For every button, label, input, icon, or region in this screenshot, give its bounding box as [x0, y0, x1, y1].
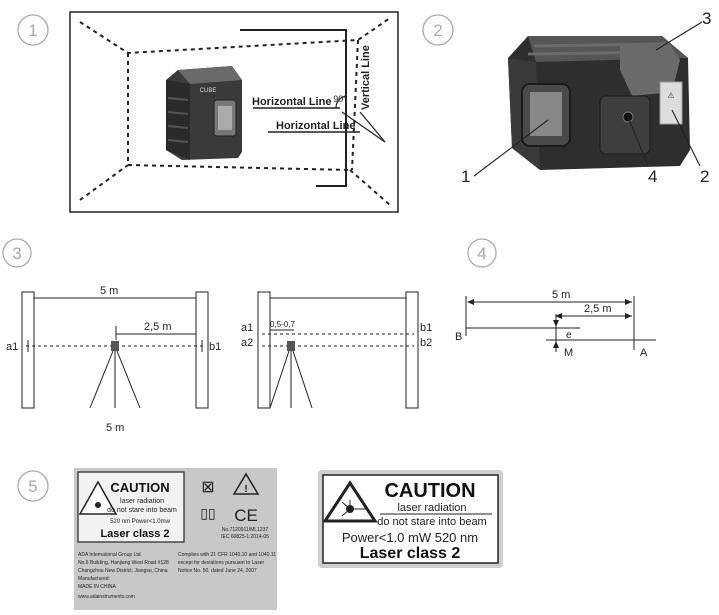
figure-number: 3: [12, 244, 21, 263]
figure-number: 1: [28, 21, 37, 40]
cert-standard: IEC 60825-1:2014-05: [221, 534, 269, 540]
cube-device-closeup: ⚠: [508, 36, 690, 170]
radiation-text: laser radiation: [120, 498, 164, 505]
vertical-laser-line: [240, 29, 347, 187]
address-line: Changzhou New District, Jiangsu, China: [78, 568, 168, 574]
point-m-label: M: [564, 347, 573, 359]
warning-exclamation-icon: !: [244, 484, 247, 495]
address-line: www.adainstruments.com: [78, 594, 135, 600]
stare-text: do not stare into beam: [377, 516, 486, 528]
wall-left: [257, 291, 271, 409]
callout-leader-3: [655, 21, 703, 51]
laser-warning-icon: [78, 480, 118, 515]
setup-diagram-right: 0,5-0,7 a1 a2 b1 b2: [241, 291, 432, 409]
figure-number-badge: [17, 470, 49, 502]
power-text: Power<1.0 mW 520 nm: [342, 530, 478, 545]
leader-line: [341, 111, 386, 143]
distance-total-label: 5 m: [100, 285, 118, 297]
figure-3: 3 5 m 2,5 m a1 b1 5 m: [2, 238, 432, 434]
caution-label-large: CAUTION laser radiation do not stare int…: [318, 470, 503, 568]
figure-number: 2: [433, 21, 442, 40]
callout-3: 3: [702, 9, 711, 28]
compliance-text: Complies with 21 CFR 1040.10 and 1040.11…: [178, 552, 276, 574]
distance-total-label: 5 m: [552, 289, 570, 301]
point-a1-label: a1: [241, 322, 253, 334]
address-line: MADE IN CHINA: [78, 584, 116, 590]
figure-number-badge: [2, 238, 32, 268]
wall-right: [405, 291, 419, 409]
laser-rays-icon: [341, 500, 366, 517]
cert-number: No.7120911/ML1237: [222, 527, 269, 533]
callout-leader-1: [473, 119, 549, 177]
figure-number-badge: [17, 14, 49, 46]
point-b2-label: b2: [420, 337, 432, 349]
manufacturer-address: ADA International Group Ltd. No.6 Buildi…: [78, 552, 169, 600]
wall-right: [195, 291, 209, 409]
callout-leader-4: [627, 116, 649, 167]
tripod: [269, 341, 313, 409]
point-b1-label: b1: [209, 341, 221, 353]
callout-2: 2: [700, 167, 709, 186]
leader-line: [359, 111, 386, 143]
horizontal-line-label-top: Horizontal Line: [252, 96, 331, 108]
warning-icon: [232, 472, 260, 495]
figure-4: 4 5 m 2,5 m e B A M: [455, 238, 656, 359]
address-line: No.6 Building, Hanjiang West Road #128: [78, 560, 169, 566]
ce-mark-icon: CE: [234, 506, 258, 525]
figure-number: 5: [28, 477, 37, 496]
address-line: Manufactured:: [78, 576, 110, 582]
caution-text: CAUTION: [110, 480, 169, 495]
product-label-small: CAUTION laser radiation do not stare int…: [74, 468, 277, 610]
power-text: 520 nm Power<1.0mw: [110, 519, 171, 525]
point-a2-label: a2: [241, 337, 253, 349]
figure-number-badge: [467, 238, 497, 268]
compliance-line: Notice No. 50, dated June 24, 2007: [178, 568, 257, 574]
figure-2: 2 ⚠ 1 2 3 4: [422, 9, 711, 186]
figure-1: 1 90° Horizontal Line Horizontal Line Ve…: [17, 11, 399, 213]
angle-label: 90°: [333, 94, 347, 104]
laser-class-text: Laser class 2: [100, 528, 169, 540]
figure-number-badge: [422, 14, 454, 46]
point-b-label: B: [455, 331, 462, 343]
figure-5: 5 CAUTION laser radiation do not stare i…: [17, 468, 503, 610]
wee-bin-icon: ⊠: [201, 479, 214, 496]
offset-e-label: e: [566, 330, 572, 341]
point-a-label: A: [640, 347, 648, 359]
cube-device: CUBE: [166, 66, 242, 160]
horizontal-line-label-bottom: Horizontal Line: [276, 120, 355, 132]
room-perspective-lines: [79, 17, 391, 206]
point-a1-label: a1: [6, 341, 18, 353]
laser-warning-icon: [95, 502, 101, 508]
wall-left: [21, 291, 35, 409]
setup-diagram-left: 5 m 2,5 m a1 b1 5 m: [6, 285, 221, 434]
point-b1-label: b1: [420, 322, 432, 334]
laser-class-text: Laser class 2: [360, 545, 461, 562]
warning-sticker-icon: ⚠: [667, 91, 674, 100]
address-line: ADA International Group Ltd.: [78, 552, 142, 558]
distance-bottom-label: 5 m: [106, 422, 124, 434]
room-outline: [69, 11, 399, 213]
caution-text: CAUTION: [384, 480, 475, 502]
tolerance-label: 0,5-0,7: [270, 320, 295, 329]
device-brand: CUBE: [200, 88, 217, 94]
callout-1: 1: [461, 167, 470, 186]
compliance-line: except for deviations pursuant to Laser: [178, 560, 264, 566]
distance-half-label: 2,5 m: [584, 303, 612, 315]
compliance-line: Complies with 21 CFR 1040.10 and 1040.11: [178, 552, 276, 558]
angle-arc: [335, 95, 347, 109]
vertical-line-label: Vertical Line: [360, 45, 372, 110]
stare-text: do not stare into beam: [107, 507, 177, 514]
manual-book-icon: ▯▯: [200, 505, 215, 521]
figure-number: 4: [477, 244, 486, 263]
callout-4: 4: [648, 167, 657, 186]
tripod: [89, 341, 141, 409]
radiation-text: laser radiation: [397, 502, 466, 514]
callout-leader-2: [671, 109, 701, 167]
distance-half-label: 2,5 m: [144, 321, 172, 333]
